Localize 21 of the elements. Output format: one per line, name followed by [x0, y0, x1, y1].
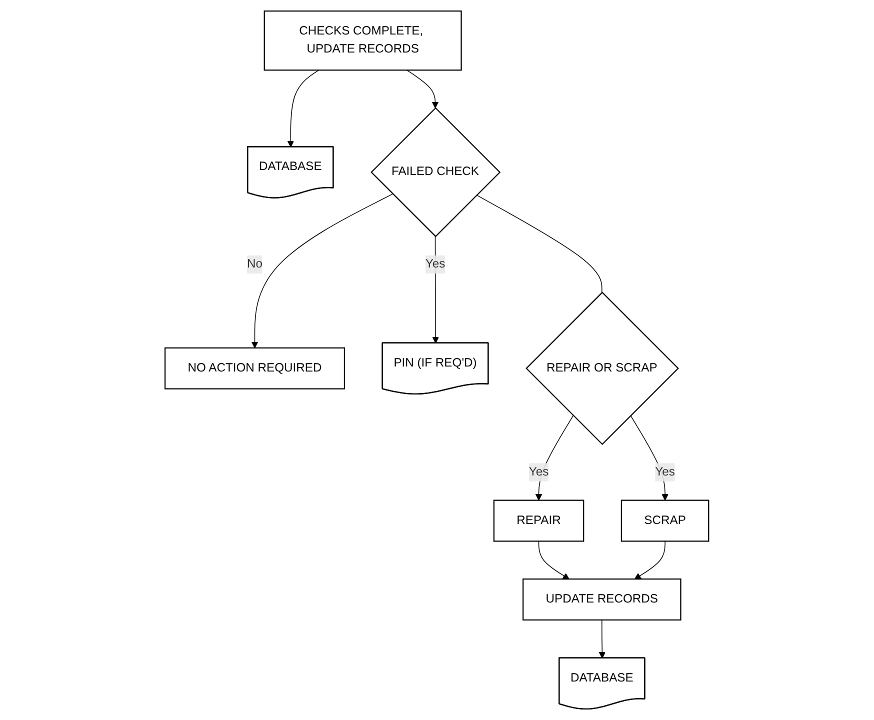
arrow [406, 70, 439, 108]
arrow [634, 540, 666, 580]
arrow [630, 415, 669, 501]
edge-label: Yes [529, 465, 549, 478]
arrow [432, 236, 440, 344]
node-box: SCRAP [621, 500, 710, 542]
arrow [538, 540, 570, 580]
connector [476, 194, 602, 293]
node-box: UPDATE RECORDS [522, 578, 682, 621]
node-diamond: FAILED CHECK [370, 107, 501, 238]
arrow [252, 194, 394, 348]
arrow [536, 415, 574, 501]
node-box: NO ACTION REQUIRED [164, 347, 346, 390]
edge-label: No [247, 258, 263, 271]
node-diamond: REPAIR OR SCRAP [526, 292, 680, 446]
arrow [288, 70, 320, 148]
arrow [598, 620, 606, 658]
node-box: REPAIR [494, 500, 584, 542]
node-box: CHECKS COMPLETE, UPDATE RECORDS [264, 10, 462, 71]
edge-label: Yes [655, 465, 676, 478]
edge-label: Yes [426, 258, 446, 271]
